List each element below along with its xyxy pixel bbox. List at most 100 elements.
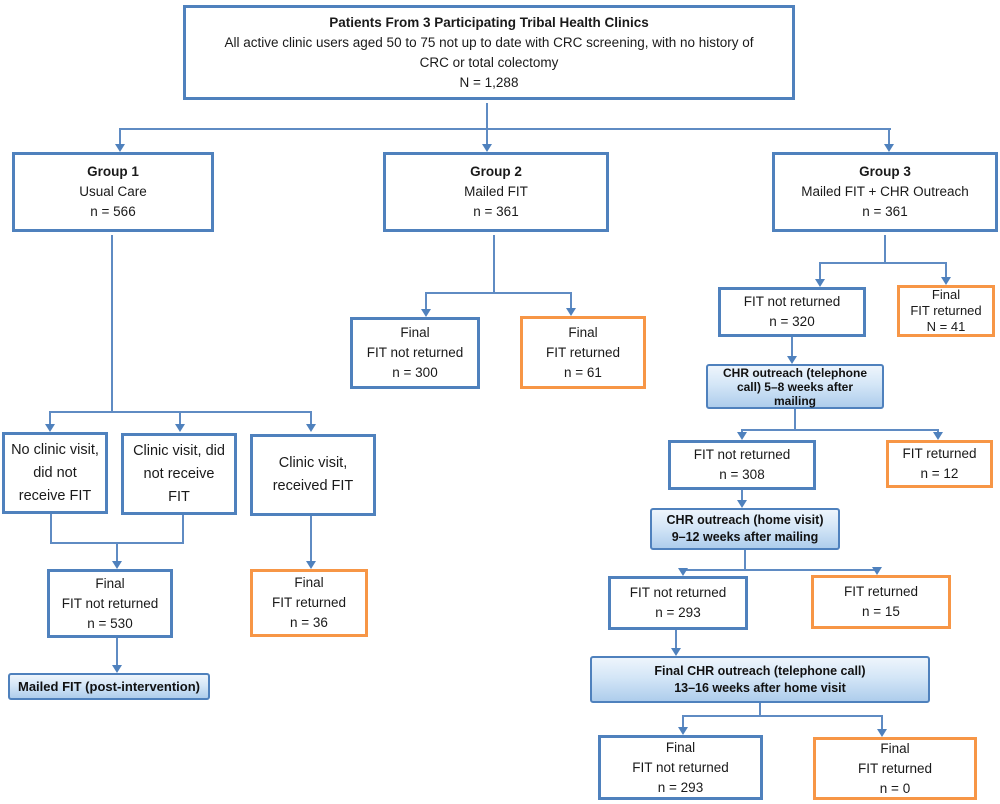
arrowhead-down-icon — [112, 665, 122, 673]
box-line: receive FIT — [18, 487, 92, 504]
arrowhead-down-icon — [45, 424, 55, 432]
group3-chr-outreach-home-box: CHR outreach (home visit) 9–12 weeks aft… — [650, 508, 840, 550]
box-line: Final — [294, 575, 324, 590]
connector-line — [116, 542, 118, 561]
arrowhead-down-icon — [421, 309, 431, 317]
arrowhead-down-icon — [787, 356, 797, 364]
arrowhead-down-icon — [884, 144, 894, 152]
box-line: FIT not returned — [693, 447, 791, 462]
box-line: Final — [400, 325, 430, 340]
group2-n: n = 361 — [473, 204, 519, 219]
group3-returned-round3-box: FIT returned n = 15 — [811, 575, 951, 629]
box-line: n = 293 — [655, 605, 701, 620]
arrowhead-down-icon — [872, 567, 882, 575]
group1-n: n = 566 — [90, 204, 136, 219]
connector-line — [119, 128, 891, 130]
group1-no-clinic-visit-box: No clinic visit, did not receive FIT — [2, 432, 108, 514]
connector-line — [759, 703, 761, 715]
connector-line — [741, 429, 939, 431]
box-line: FIT — [168, 488, 190, 505]
group3-returned-round2-box: FIT returned n = 12 — [886, 440, 993, 488]
box-line: FIT returned — [843, 584, 919, 599]
source-desc-line1: All active clinic users aged 50 to 75 no… — [224, 34, 754, 50]
group3-final-returned-round1-box: Final FIT returned N = 41 — [897, 285, 995, 337]
box-line: FIT returned — [857, 760, 933, 776]
group3-not-returned-round1-box: FIT not returned n = 320 — [718, 287, 866, 337]
box-line: 9–12 weeks after mailing — [671, 530, 819, 544]
box-line: Mailed FIT (post-intervention) — [18, 679, 200, 694]
connector-line — [791, 337, 793, 356]
group1-title: Group 1 — [87, 164, 139, 179]
box-line: FIT returned — [545, 344, 621, 360]
connector-line — [425, 292, 572, 294]
source-desc-line2: CRC or total colectomy — [419, 54, 559, 70]
box-line: Final — [95, 575, 125, 591]
arrowhead-down-icon — [815, 279, 825, 287]
arrowhead-down-icon — [566, 308, 576, 316]
connector-line — [682, 569, 878, 571]
box-line: Final — [880, 740, 910, 756]
connector-line — [819, 262, 821, 279]
connector-line — [493, 235, 495, 292]
connector-line — [945, 262, 947, 277]
box-line: FIT not returned — [366, 345, 464, 360]
box-line: CHR outreach (telephone — [722, 365, 867, 380]
box-line: FIT not returned — [629, 585, 727, 600]
group3-title: Group 3 — [859, 164, 911, 179]
box-line: No clinic visit, — [11, 441, 99, 458]
connector-line — [182, 515, 184, 542]
connector-line — [744, 550, 746, 569]
box-line: n = 308 — [719, 467, 765, 482]
box-line: n = 12 — [920, 466, 959, 481]
box-line: not receive — [143, 465, 215, 482]
group1-clinic-visit-no-fit-box: Clinic visit, did not receive FIT — [121, 433, 237, 515]
box-line: call) 5–8 weeks after — [736, 379, 854, 394]
group3-chr-outreach-phone-box: CHR outreach (telephone call) 5–8 weeks … — [706, 364, 884, 409]
arrowhead-down-icon — [678, 727, 688, 735]
connector-line — [310, 411, 312, 424]
group3-header-box: Group 3 Mailed FIT + CHR Outreach n = 36… — [772, 152, 998, 232]
box-line: n = 36 — [290, 615, 328, 630]
connector-line — [179, 411, 181, 424]
box-line: did not — [33, 464, 77, 481]
connector-line — [937, 429, 939, 433]
connector-line — [741, 429, 743, 433]
box-line: n = 530 — [87, 615, 133, 631]
box-line: received FIT — [272, 478, 354, 494]
box-line: FIT returned — [271, 595, 347, 610]
group2-final-returned-box: Final FIT returned n = 61 — [520, 316, 646, 389]
group3-final-chr-outreach-box: Final CHR outreach (telephone call) 13–1… — [590, 656, 930, 703]
arrowhead-down-icon — [933, 432, 943, 440]
group3-not-returned-round3-box: FIT not returned n = 293 — [608, 576, 748, 630]
group1-subtitle: Usual Care — [79, 184, 147, 199]
box-line: FIT returned — [910, 303, 982, 318]
connector-line — [881, 715, 883, 729]
connector-line — [675, 630, 677, 648]
group2-subtitle: Mailed FIT — [464, 184, 528, 199]
box-line: Clinic visit, did — [133, 442, 225, 459]
group3-final-returned-box: Final FIT returned n = 0 — [813, 737, 977, 800]
box-line: N = 41 — [926, 319, 966, 334]
group1-final-returned-box: Final FIT returned n = 36 — [250, 569, 368, 637]
box-line: FIT not returned — [632, 759, 729, 775]
group2-title: Group 2 — [470, 164, 522, 179]
connector-line — [682, 715, 883, 717]
box-line: Final CHR outreach (telephone call) — [654, 663, 866, 678]
arrowhead-down-icon — [175, 424, 185, 432]
group3-n: n = 361 — [862, 204, 908, 219]
box-line: Final — [931, 287, 961, 302]
source-population-box: Patients From 3 Participating Tribal Hea… — [183, 5, 795, 100]
source-title: Patients From 3 Participating Tribal Hea… — [329, 14, 649, 30]
box-line: CHR outreach (home visit) — [666, 513, 824, 527]
connector-line — [119, 128, 121, 144]
box-line: FIT not returned — [61, 595, 159, 611]
box-line: FIT not returned — [743, 294, 841, 309]
arrowhead-down-icon — [115, 144, 125, 152]
connector-line — [682, 715, 684, 727]
box-line: n = 300 — [392, 365, 438, 380]
arrowhead-down-icon — [671, 648, 681, 656]
connector-line — [819, 262, 947, 264]
connector-line — [425, 292, 427, 309]
box-line: Final — [665, 739, 696, 755]
